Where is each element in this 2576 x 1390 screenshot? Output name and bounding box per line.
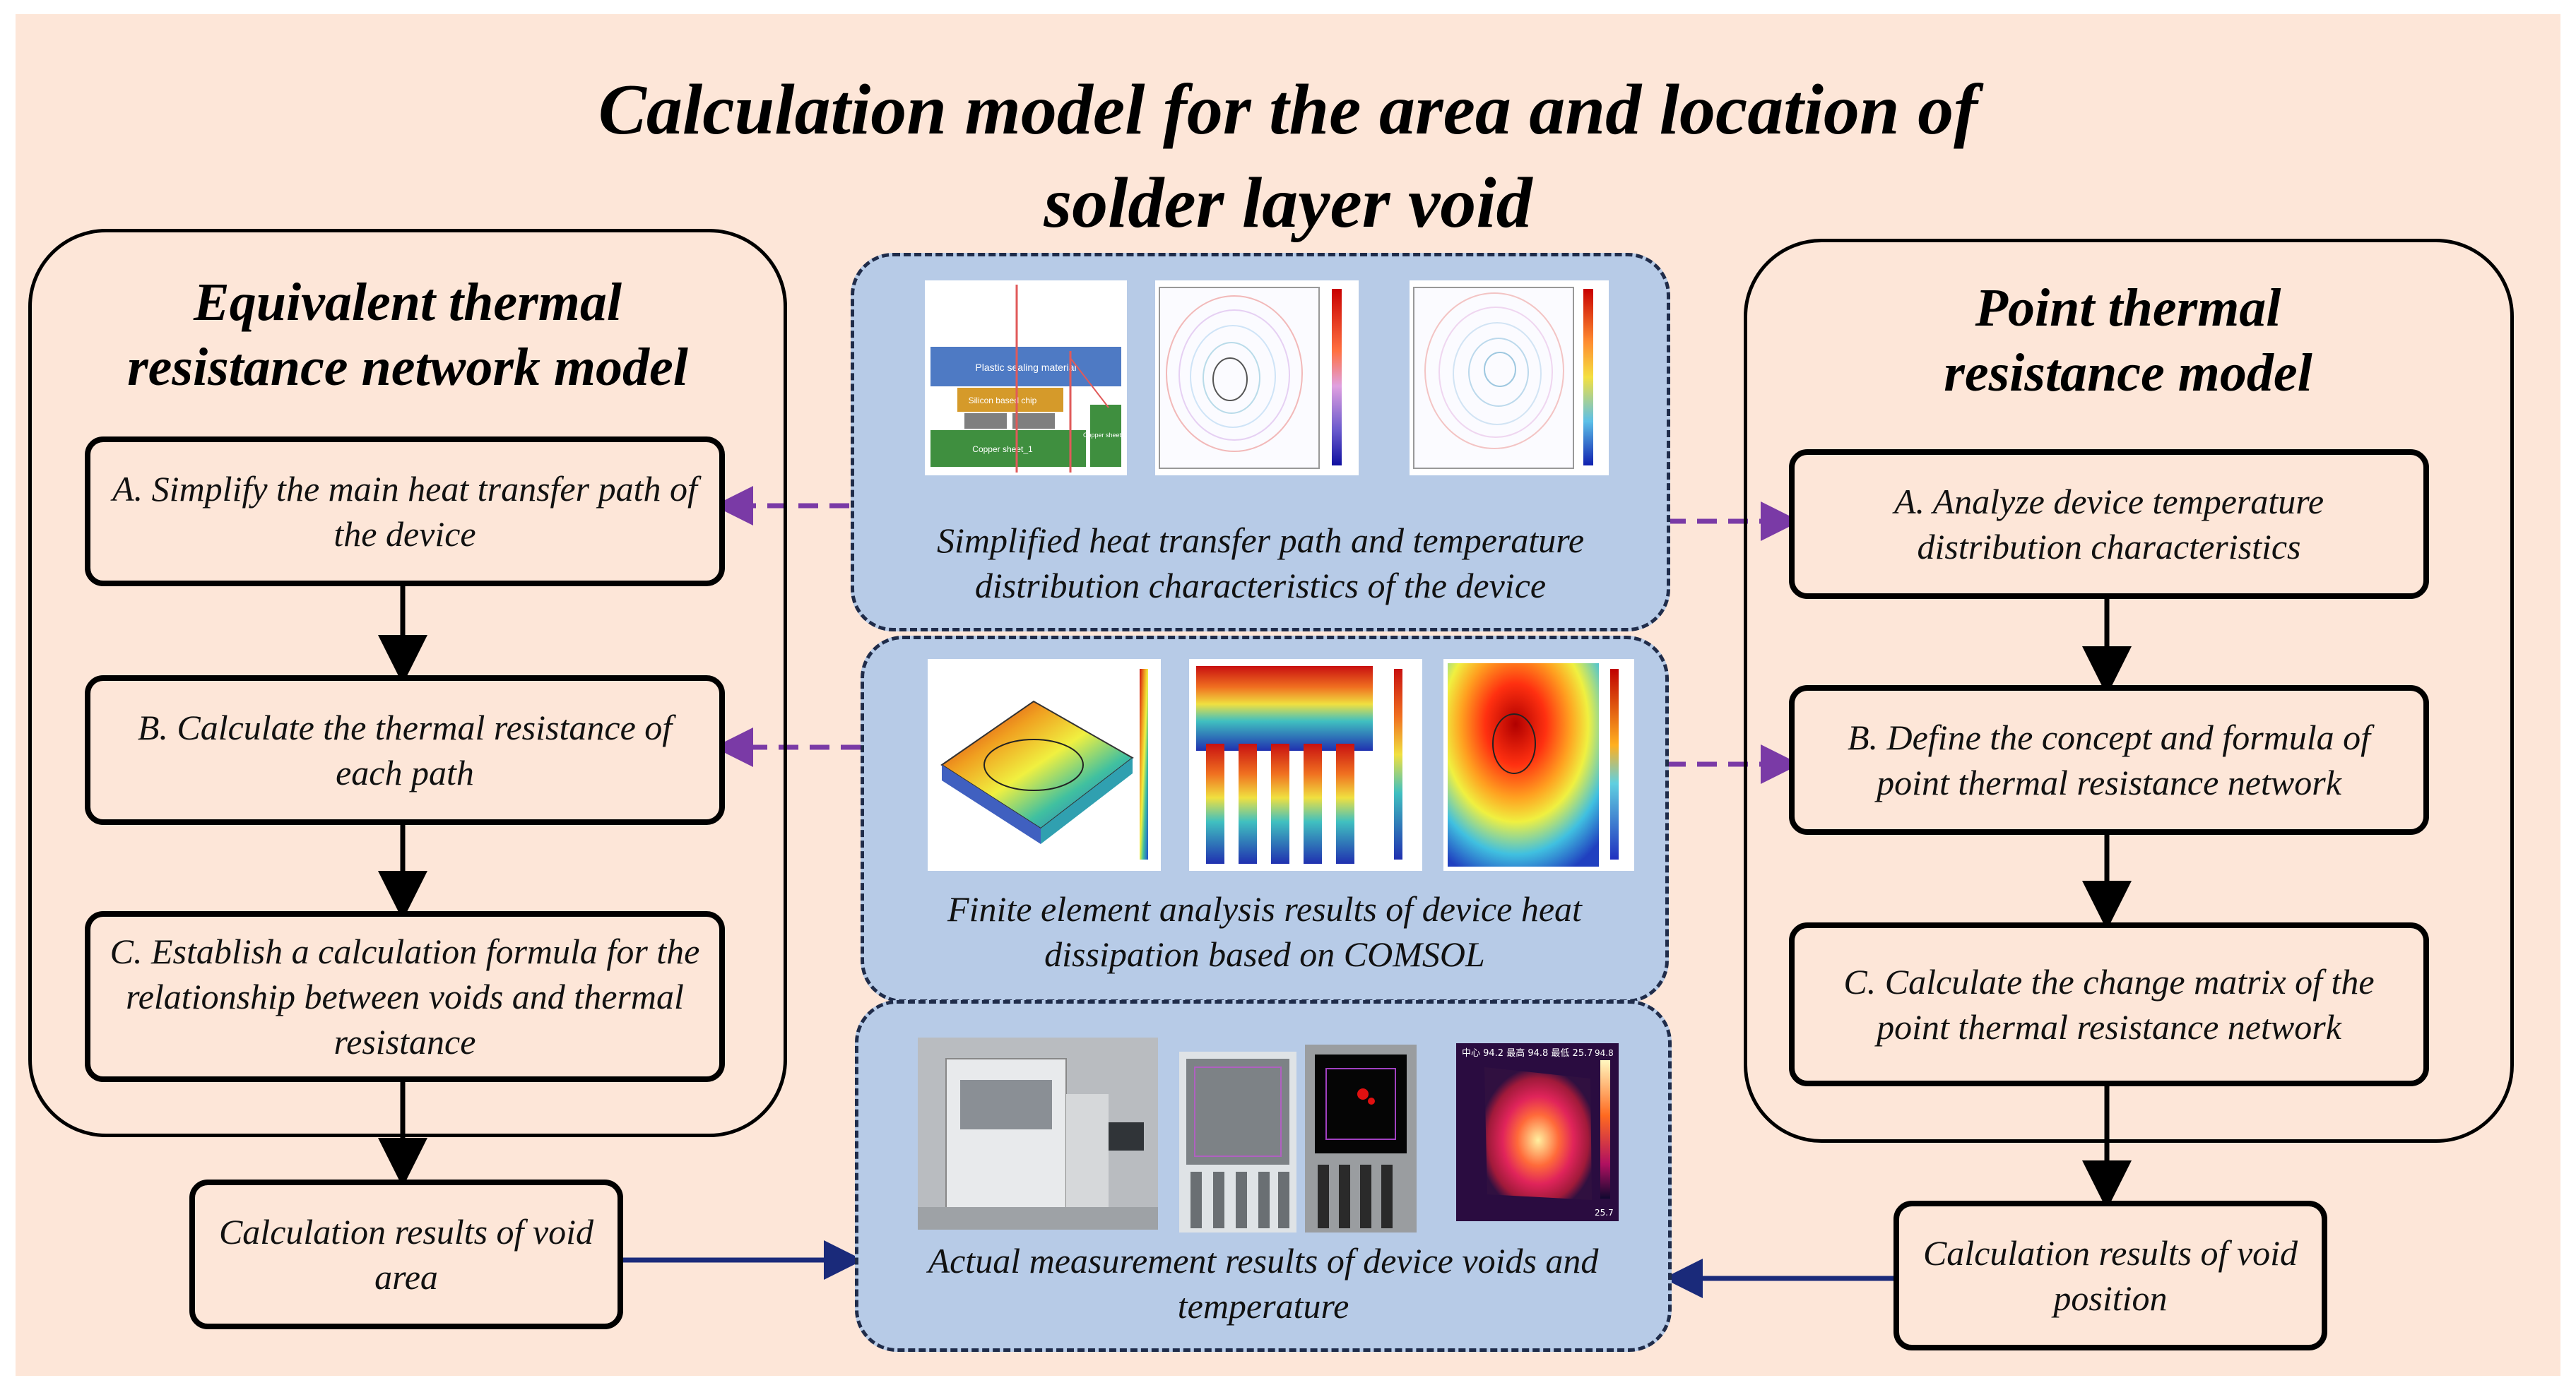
center-panel-2: Finite element analysis results of devic… bbox=[861, 636, 1669, 1003]
xray-void-image bbox=[1179, 1052, 1296, 1232]
fea-surface-heatmap bbox=[1443, 659, 1634, 871]
temperature-contour-map-2 bbox=[1410, 280, 1609, 475]
thermal-min-text: 25.7 bbox=[1595, 1208, 1614, 1218]
fea-cross-section bbox=[1189, 659, 1422, 871]
right-step-b: B. Define the concept and formula of poi… bbox=[1789, 685, 2429, 835]
thermal-max-text: 94.8 bbox=[1595, 1048, 1614, 1058]
layer-silicon-label: Silicon based chip bbox=[969, 396, 1037, 405]
right-result-text: Calculation results of void position bbox=[1922, 1233, 2298, 1318]
right-model-heading: Point thermal resistance model bbox=[1775, 275, 2481, 405]
center-panel-1: Plastic sealing material Silicon based c… bbox=[851, 253, 1670, 631]
left-step-b: B. Calculate the thermal resistance of e… bbox=[85, 675, 725, 825]
left-model-group bbox=[28, 229, 787, 1137]
xray-void-processed-image bbox=[1305, 1045, 1417, 1232]
right-model-group bbox=[1744, 239, 2514, 1143]
diagram-title: Calculation model for the area and locat… bbox=[16, 64, 2560, 250]
right-heading-line-1: Point thermal bbox=[1975, 278, 2281, 338]
left-step-a: A. Simplify the main heat transfer path … bbox=[85, 436, 725, 586]
title-line-2: solder layer void bbox=[1044, 163, 1532, 243]
left-heading-line-2: resistance network model bbox=[127, 338, 688, 397]
right-step-b-text: B. Define the concept and formula of poi… bbox=[1847, 718, 2371, 802]
layer-copper2-label: Copper sheet_2 bbox=[1083, 432, 1127, 439]
right-result: Calculation results of void position bbox=[1893, 1201, 2327, 1350]
layer-copper1-label: Copper sheet_1 bbox=[972, 444, 1033, 454]
right-heading-line-2: resistance model bbox=[1944, 343, 2312, 403]
device-layer-schematic: Plastic sealing material Silicon based c… bbox=[925, 280, 1127, 475]
panel-1-caption: Simplified heat transfer path and temper… bbox=[936, 521, 1585, 605]
right-step-c: C. Calculate the change matrix of the po… bbox=[1789, 922, 2429, 1086]
center-panel-3: 中心 94.2 最高 94.8 最低 25.7 94.8 25.7 Actual… bbox=[855, 1000, 1672, 1352]
left-step-c: C. Establish a calculation formula for t… bbox=[85, 911, 725, 1082]
title-line-1: Calculation model for the area and locat… bbox=[598, 70, 1978, 150]
xray-inspection-machine-photo bbox=[918, 1038, 1158, 1230]
left-model-heading: Equivalent thermal resistance network mo… bbox=[58, 270, 757, 400]
left-step-b-text: B. Calculate the thermal resistance of e… bbox=[137, 708, 673, 792]
infrared-thermal-image: 中心 94.2 最高 94.8 最低 25.7 94.8 25.7 bbox=[1456, 1043, 1619, 1221]
left-step-a-text: A. Simplify the main heat transfer path … bbox=[112, 469, 697, 554]
thermal-readout-text: 中心 94.2 最高 94.8 最低 25.7 bbox=[1462, 1047, 1593, 1059]
layer-stack-figure: Plastic sealing material Silicon based c… bbox=[930, 285, 1127, 473]
connector-layer bbox=[378, 486, 2132, 1298]
left-result: Calculation results of void area bbox=[189, 1180, 623, 1329]
left-heading-line-1: Equivalent thermal bbox=[194, 273, 622, 332]
right-step-c-text: C. Calculate the change matrix of the po… bbox=[1843, 962, 2375, 1047]
left-result-text: Calculation results of void area bbox=[218, 1212, 594, 1297]
diagram-canvas: Calculation model for the area and locat… bbox=[16, 14, 2560, 1376]
left-step-c-text: C. Establish a calculation formula for t… bbox=[110, 932, 700, 1062]
fea-3d-device-model bbox=[928, 659, 1161, 871]
layer-plastic-label: Plastic sealing material bbox=[975, 362, 1076, 373]
right-step-a: A. Analyze device temperature distributi… bbox=[1789, 449, 2429, 599]
panel-2-caption: Finite element analysis results of devic… bbox=[947, 889, 1582, 974]
right-step-a-text: A. Analyze device temperature distributi… bbox=[1893, 482, 2324, 566]
temperature-contour-map-1 bbox=[1155, 280, 1359, 475]
panel-3-caption: Actual measurement results of device voi… bbox=[928, 1241, 1599, 1326]
